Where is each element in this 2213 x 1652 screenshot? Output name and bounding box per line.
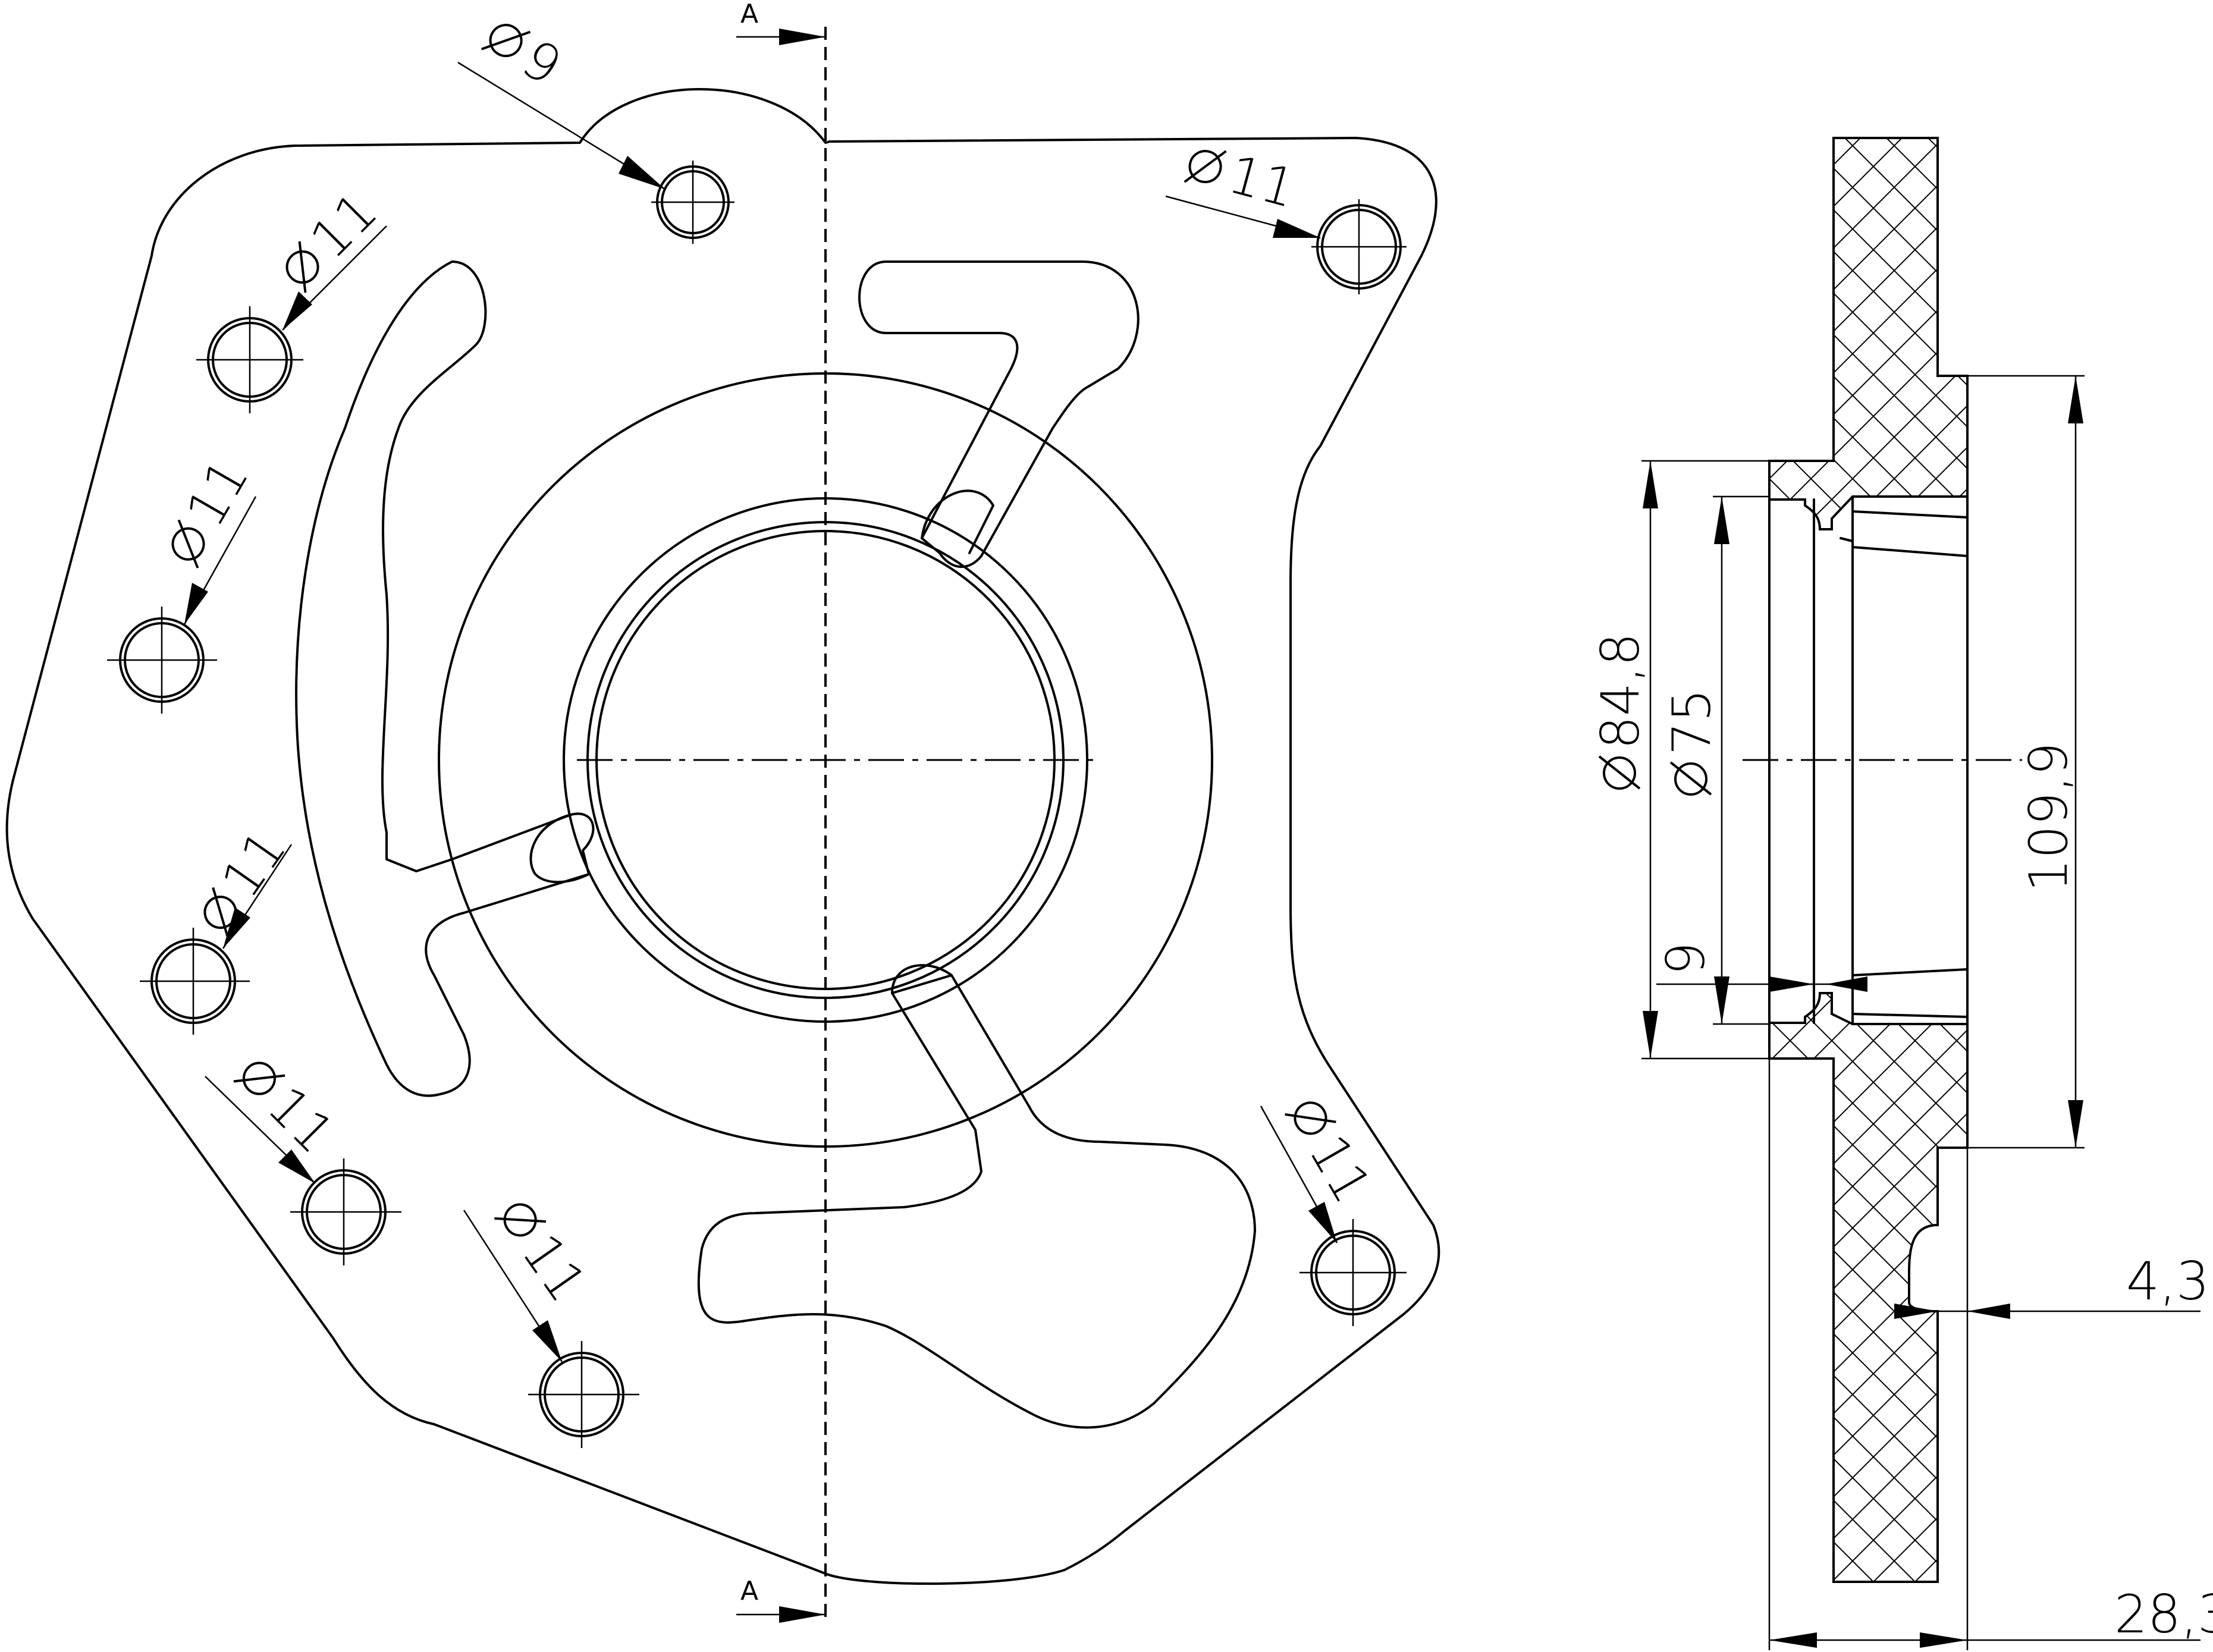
label-hole-left-2: 11 xyxy=(171,448,260,569)
section-view: 84,8 75 9 xyxy=(1590,137,2213,1650)
dim-thickness: 28,3 xyxy=(1768,1059,2213,1650)
hole-bottom xyxy=(528,1341,639,1448)
diameter-icon xyxy=(489,24,523,58)
hole-left-1 xyxy=(196,306,303,413)
diameter-icon xyxy=(203,896,237,929)
label-text: 11 xyxy=(256,1075,346,1165)
label-hole-bottom-right: 11 xyxy=(1285,1101,1383,1213)
slot-left-crescent xyxy=(295,260,595,1097)
leader-left-3 xyxy=(222,844,293,949)
hole-top-right xyxy=(1311,199,1407,294)
boss-outer-circle xyxy=(438,372,1213,1148)
dim-lip: 9 xyxy=(1655,942,1867,992)
label-hole-left-1: 11 xyxy=(285,180,389,293)
leader-top-center xyxy=(457,61,666,190)
section-arrow-top xyxy=(779,29,825,45)
leader-top-right xyxy=(1165,195,1321,239)
diameter-icon xyxy=(285,250,319,284)
hole-top-center xyxy=(651,161,734,244)
hole-left-2 xyxy=(107,607,217,714)
dim-height: 109,9 xyxy=(1967,375,2085,1149)
label-text: 11 xyxy=(210,819,299,909)
dim-lip-text: 9 xyxy=(1655,942,1716,975)
hole-left-3 xyxy=(140,928,250,1035)
dim-height-text: 109,9 xyxy=(2018,742,2079,892)
leader-left-1 xyxy=(282,225,387,331)
spoke-upper-right-pin xyxy=(921,489,994,554)
diameter-icon xyxy=(242,1061,276,1095)
label-text: 11 xyxy=(299,180,389,271)
hole-bottom-right xyxy=(1299,1219,1407,1326)
front-view: A A xyxy=(5,0,1440,1623)
label-hole-top-right: 11 xyxy=(1184,143,1302,219)
diameter-icon xyxy=(1188,150,1222,184)
section-hatch-upper xyxy=(1768,137,1969,530)
dim-inner-dia: 75 xyxy=(1661,495,1769,1025)
leader-left-4 xyxy=(205,1076,316,1184)
spoke-lower-right-pin xyxy=(891,964,953,994)
dim-outer-dia-text: 84,8 xyxy=(1590,633,1651,749)
dim-step-text: 4,3 xyxy=(2126,1251,2209,1312)
hole-left-4 xyxy=(290,1158,401,1265)
dim-step: 4,3 xyxy=(1894,1251,2209,1319)
label-text: 11 xyxy=(1297,1125,1383,1213)
leader-bottom-right xyxy=(1260,1105,1338,1243)
section-arrow-bottom xyxy=(779,1606,825,1623)
label-hole-top-center: 9 xyxy=(481,24,572,98)
label-text: 11 xyxy=(174,448,260,536)
diameter-icon xyxy=(171,527,205,561)
section-hatch-lower xyxy=(1768,992,1969,1583)
slot-lower-right xyxy=(697,974,1256,1429)
label-hole-left-4: 11 xyxy=(233,1061,346,1165)
section-label-top: A xyxy=(740,0,758,29)
label-hole-bottom: 11 xyxy=(494,1203,599,1313)
plate-outline xyxy=(5,88,1440,1585)
leader-bottom xyxy=(463,1210,563,1362)
diameter-icon xyxy=(1294,1101,1327,1135)
leader-left-2 xyxy=(183,496,257,625)
dim-outer-dia: 84,8 xyxy=(1590,460,1769,1060)
diameter-icon xyxy=(503,1203,537,1237)
slot-upper-right xyxy=(858,260,1140,569)
spoke-left-pin xyxy=(529,814,590,884)
section-label-bottom: A xyxy=(740,1576,758,1606)
diameter-icon xyxy=(1603,756,1636,790)
label-text: 11 xyxy=(1222,143,1302,219)
dim-thickness-text: 28,3 xyxy=(2114,1584,2213,1645)
label-text: 11 xyxy=(510,1223,599,1313)
diameter-icon xyxy=(1674,762,1707,796)
dim-inner-dia-text: 75 xyxy=(1661,689,1722,755)
